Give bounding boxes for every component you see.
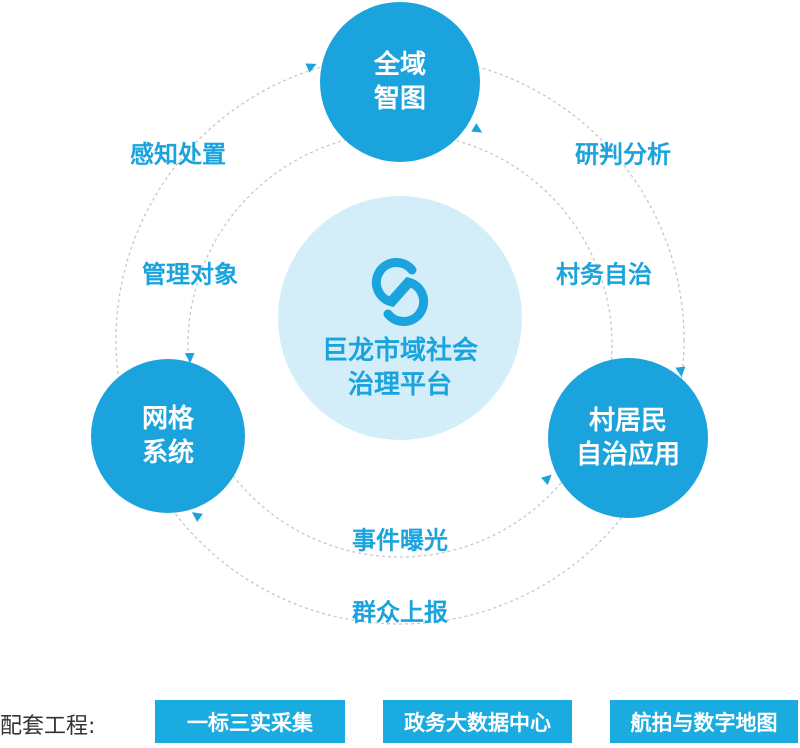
node-right[interactable]: 村居民 自治应用	[576, 404, 680, 472]
label-inner-bottom: 事件曝光	[352, 526, 448, 555]
center-line1: 巨龙市域社会	[321, 336, 479, 366]
footer-label: 配套工程:	[0, 714, 96, 739]
arrow-inner-bottom-right	[540, 474, 552, 486]
label-outer-top-right: 研判分析	[575, 140, 671, 169]
node-left[interactable]: 网格 系统	[142, 402, 194, 470]
arrow-outer-right	[675, 366, 686, 377]
node-top-line1: 全域	[373, 50, 427, 80]
label-inner-right: 村务自治	[556, 260, 652, 289]
footer-item-1[interactable]: 一标三实采集	[155, 700, 345, 743]
label-outer-bottom: 群众上报	[352, 598, 448, 627]
node-right-line2: 自治应用	[575, 440, 681, 470]
double-s-logo	[371, 257, 429, 327]
arrow-inner-left	[184, 352, 195, 363]
center-title: 巨龙市域社会 治理平台	[322, 334, 478, 402]
node-top[interactable]: 全域 智图	[374, 48, 426, 116]
label-inner-left: 管理对象	[142, 260, 238, 289]
node-left-circle[interactable]	[91, 359, 245, 513]
node-top-circle[interactable]	[320, 2, 480, 162]
node-left-line2: 系统	[141, 438, 195, 468]
node-right-circle[interactable]	[548, 358, 708, 518]
label-outer-top-left: 感知处置	[130, 140, 226, 169]
footer-item-3[interactable]: 航拍与数字地图	[610, 700, 798, 743]
node-top-line2: 智图	[373, 84, 427, 114]
arrow-outer-bottom-left	[191, 512, 203, 522]
center-line2: 治理平台	[347, 370, 453, 400]
node-left-line1: 网格	[141, 404, 195, 434]
node-right-line1: 村居民	[588, 406, 668, 436]
footer-item-2[interactable]: 政务大数据中心	[383, 700, 572, 743]
outer-dashed-ring	[115, 55, 685, 625]
